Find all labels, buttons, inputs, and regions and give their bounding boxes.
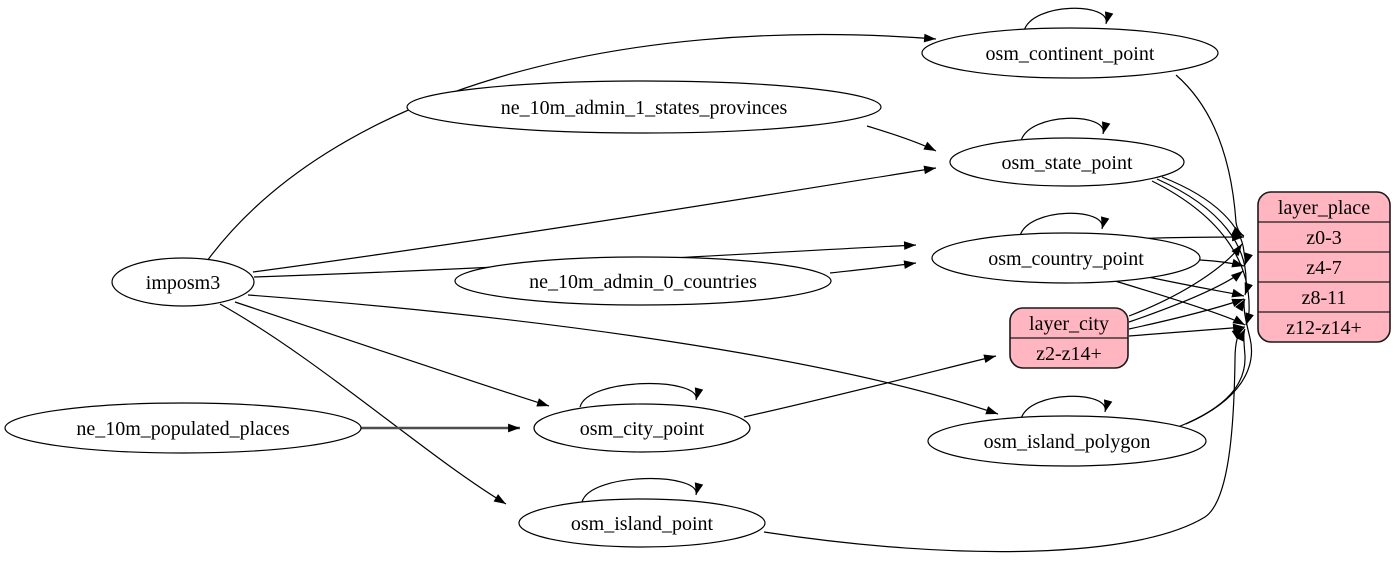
layer-place-row-z12-z14: z12-z14+: [1286, 317, 1362, 339]
ne-10m-admin-1-label: ne_10m_admin_1_states_provinces: [501, 97, 788, 119]
osm-island-polygon-label: osm_island_polygon: [984, 431, 1151, 453]
self-loop-osm-city-point: [579, 382, 704, 408]
layer-place-row-z0-3: z0-3: [1306, 227, 1342, 249]
ne-10m-populated-places-label: ne_10m_populated_places: [76, 418, 289, 440]
self-loop-osm-island-point: [581, 477, 704, 503]
edge-osm-island-point-layer-place-z12-z14: [763, 327, 1245, 553]
osm-continent-point-ellipse: [921, 27, 1219, 79]
layer-place-row-z8-11: z8-11: [1302, 287, 1347, 309]
edge-ne-10m-admin-0-countries-osm-country-point: [829, 260, 917, 274]
osm-island-polygon-ellipse: [927, 415, 1207, 467]
edge-osm-city-point-layer-city-z2: [743, 354, 997, 418]
layer-place-box: [1257, 191, 1391, 343]
osm-island-point-label: osm_island_point: [571, 513, 714, 535]
node-osm-state-point: osm_state_point: [949, 137, 1185, 187]
edge-osm-state-point-layer-place-z12-z14: [1151, 180, 1254, 326]
ne-10m-admin-1-ellipse: [406, 80, 882, 134]
edge-osm-state-point-layer-place-z8-11: [1156, 178, 1253, 296]
osm-country-point-label: osm_country_point: [988, 248, 1144, 270]
node-osm-continent-point: osm_continent_point: [921, 27, 1219, 79]
edge-osm-country-point-layer-place-z8-11: [1147, 276, 1245, 298]
layer-place-row-z4-7: z4-7: [1306, 257, 1342, 279]
osm-state-point-label: osm_state_point: [1001, 152, 1133, 174]
node-osm-island-polygon: osm_island_polygon: [927, 415, 1207, 467]
edge-osm-city-point-layer-place-z0-3: [1128, 243, 1243, 317]
self-loop-osm-state-point: [1020, 117, 1111, 142]
imposm3-label: imposm3: [146, 272, 220, 294]
record-layer-place: layer_place z0-3 z4-7 z8-11 z12-z14+: [1257, 191, 1391, 343]
edge-osm-city-point-layer-place-z4-7: [1128, 270, 1244, 323]
edge-imposm3-osm-island-point: [219, 303, 507, 505]
node-ne-10m-populated-places: ne_10m_populated_places: [4, 402, 362, 454]
node-osm-island-point: osm_island_point: [518, 498, 766, 548]
layer-place-title: layer_place: [1278, 197, 1370, 219]
node-ne-10m-admin-0-countries: ne_10m_admin_0_countries: [454, 256, 832, 306]
osm-continent-point-label: osm_continent_point: [986, 43, 1155, 65]
self-loop-osm-country-point: [1019, 212, 1110, 237]
edge-ne-10m-admin-1-states-provinces-osm-state-point: [866, 125, 937, 152]
record-layer-city: layer_city z2-z14+: [1009, 307, 1129, 369]
layer-city-title: layer_city: [1029, 313, 1109, 335]
osm-country-point-ellipse: [931, 232, 1201, 284]
node-ne-10m-admin-1-states-provinces: ne_10m_admin_1_states_provinces: [406, 80, 882, 134]
self-loop-osm-island-polygon: [1020, 395, 1113, 420]
edge-osm-city-point-layer-place-z12-z14: [1128, 323, 1246, 337]
edge-imposm3-osm-island-polygon: [247, 294, 999, 415]
edge-osm-state-point-layer-place-z4-7: [1161, 176, 1253, 266]
node-osm-city-point: osm_city_point: [533, 403, 751, 453]
ne-10m-admin-0-label: ne_10m_admin_0_countries: [529, 271, 757, 293]
node-osm-country-point: osm_country_point: [931, 232, 1201, 284]
edge-imposm3-osm-city-point: [234, 301, 550, 407]
layer-city-row-z2-z14: z2-z14+: [1036, 343, 1102, 365]
edge-imposm3-osm-continent-point: [206, 33, 937, 262]
edge-imposm3-osm-state-point: [252, 165, 937, 273]
self-loop-osm-continent-point: [1023, 7, 1114, 32]
osm-city-point-label: osm_city_point: [580, 418, 705, 440]
osm-city-point-ellipse: [533, 403, 751, 453]
osm-state-point-ellipse: [949, 137, 1185, 187]
ne-10m-admin-0-ellipse: [454, 256, 832, 306]
osm-island-point-ellipse: [518, 498, 766, 548]
node-imposm3: imposm3: [111, 257, 255, 307]
imposm3-ellipse: [111, 257, 255, 307]
ne-10m-populated-places-ellipse: [4, 402, 362, 454]
